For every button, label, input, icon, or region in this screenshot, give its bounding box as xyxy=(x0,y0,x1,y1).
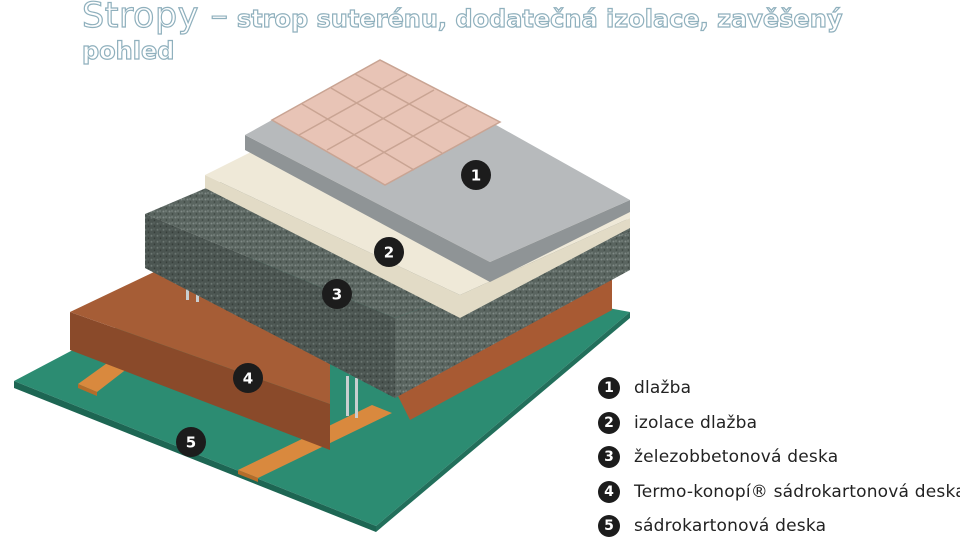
legend-item: 1 dlažba xyxy=(598,371,960,406)
title-line2: pohled xyxy=(81,36,175,65)
title-subtitle: strop suterénu, dodatečná izolace, zavěš… xyxy=(228,5,843,33)
legend-item: 5 sádrokartonová deska xyxy=(598,509,960,544)
badge-3-text: 3 xyxy=(332,286,342,304)
badge-3: 3 xyxy=(322,279,352,309)
legend-label: Termo-konopí® sádrokartonová deska xyxy=(634,481,960,502)
legend-number: 4 xyxy=(598,480,620,503)
badge-5-text: 5 xyxy=(186,434,196,452)
tile-grid xyxy=(270,59,502,186)
badge-1: 1 xyxy=(461,160,491,190)
badge-1-text: 1 xyxy=(471,167,481,185)
legend-number: 3 xyxy=(598,446,620,469)
badge-5: 5 xyxy=(176,427,206,457)
legend: 1 dlažba 2 izolace dlažba 3 železobbeton… xyxy=(598,371,960,544)
legend-label: sádrokartonová deska xyxy=(634,516,827,537)
legend-item: 3 železobbetonová deska xyxy=(598,440,960,475)
badge-2-text: 2 xyxy=(384,244,394,262)
legend-item: 4 Termo-konopí® sádrokartonová deska xyxy=(598,475,960,510)
legend-number: 1 xyxy=(598,377,620,400)
legend-label: železobbetonová deska xyxy=(634,447,839,468)
badge-2: 2 xyxy=(374,237,404,267)
page-title: Stropy – strop suterénu, dodatečná izola… xyxy=(81,0,952,65)
legend-label: izolace dlažba xyxy=(634,412,758,433)
legend-number: 5 xyxy=(598,515,620,538)
badge-4-text: 4 xyxy=(243,370,253,388)
legend-label: dlažba xyxy=(634,378,692,399)
title-main: Stropy – xyxy=(81,0,229,36)
legend-item: 2 izolace dlažba xyxy=(598,406,960,441)
legend-number: 2 xyxy=(598,411,620,434)
layer-1-tiled-floor xyxy=(245,59,630,282)
badge-4: 4 xyxy=(233,363,263,393)
